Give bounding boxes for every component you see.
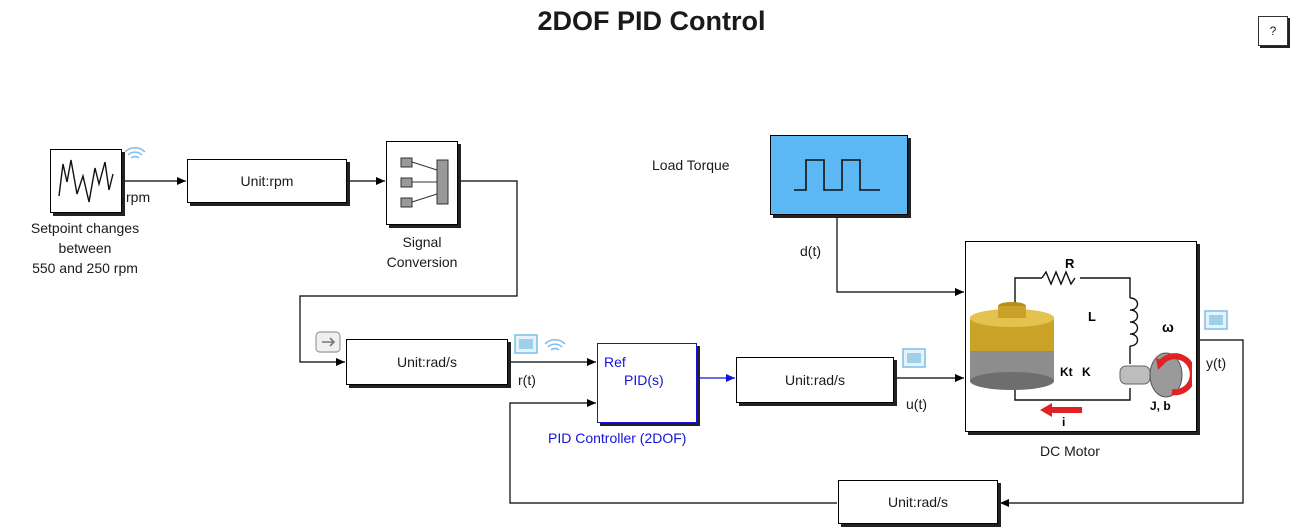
scope-icon-r [514,334,538,354]
wire-conversion-out [299,180,518,366]
diagram-title: 2DOF PID Control [537,6,766,36]
signal-r-label: r(t) [518,372,536,388]
jb-symbol: J, b [1150,399,1171,413]
waveform-icon [58,159,114,203]
current-symbol: i [1062,415,1065,427]
setpoint-signal-source[interactable] [50,149,122,213]
wire-y [1000,339,1244,507]
unit-rad-u-block[interactable]: Unit:rad/s [736,357,894,403]
signal-u-label: u(t) [906,396,927,412]
pid-ref-port-label: Ref [604,354,626,370]
scope-icon-u [902,348,926,368]
wifi-icon-r [544,339,566,351]
unit-rpm-block[interactable]: Unit:rpm [187,159,347,203]
scope-icon-y [1204,310,1228,330]
pid-controller-caption: PID Controller (2DOF) [548,430,687,446]
signal-conversion-block[interactable] [386,141,458,225]
unit-rad-ref-block[interactable]: Unit:rad/s [346,339,508,385]
load-torque-label: Load Torque [652,157,730,173]
wifi-icon-rpm [124,147,146,159]
resistor-symbol: R [1065,256,1075,271]
unit-rad-feedback-block[interactable]: Unit:rad/s [838,480,998,524]
pid-controller-block[interactable]: Ref PID(s) [597,343,697,423]
kt-symbol: Kt [1060,365,1073,379]
signal-d-label: d(t) [800,243,821,259]
pid-transfer-label: PID(s) [624,372,664,388]
dc-motor-block[interactable]: R L ω Kt K J, b i [965,241,1197,432]
load-torque-block[interactable] [770,135,908,215]
goto-arrow-icon [315,331,341,353]
rpm-port-label: rpm [126,189,151,205]
signal-conversion-caption: Signal Conversion [386,234,458,270]
signal-conversion-icon [400,157,449,208]
pulse-wave-icon [794,159,880,191]
help-button[interactable]: ? [1258,16,1288,46]
setpoint-caption: Setpoint changes between 550 and 250 rpm [30,220,140,276]
k-symbol: K [1082,365,1091,379]
omega-symbol: ω [1162,319,1174,335]
dc-motor-illustration: R L ω Kt K J, b i [970,256,1192,427]
inductor-symbol: L [1088,309,1096,324]
dc-motor-caption: DC Motor [1040,443,1100,459]
wire-d [836,216,964,296]
wire-feedback [509,399,837,504]
signal-y-label: y(t) [1206,355,1227,371]
